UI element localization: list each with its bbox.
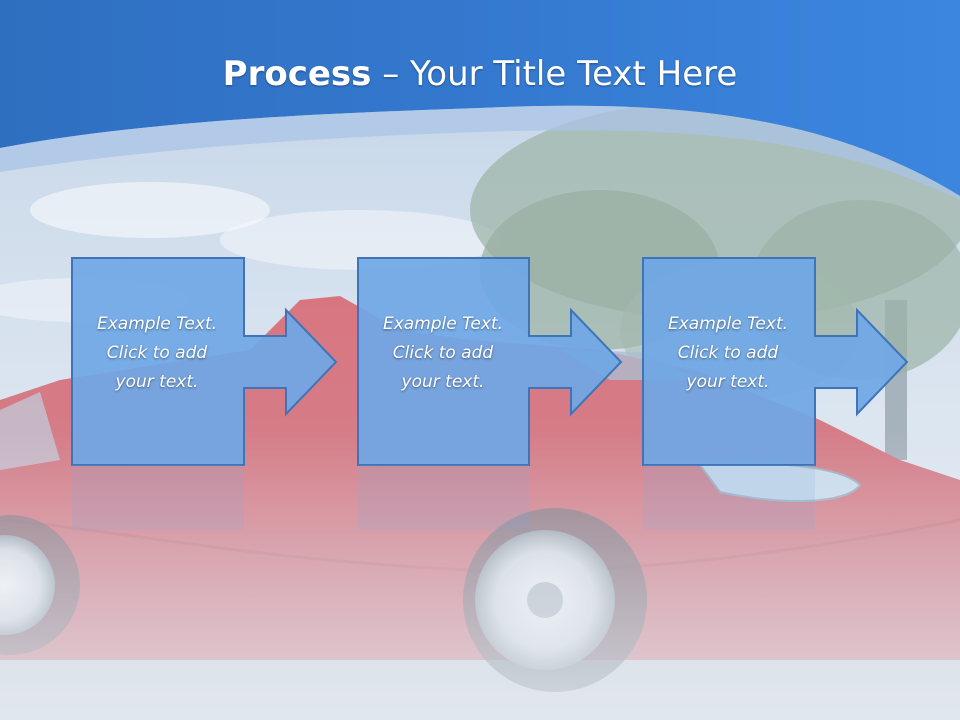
process-step-3-shape[interactable] xyxy=(642,257,909,530)
title-dash: – xyxy=(371,54,411,94)
title-rest: Your Title Text Here xyxy=(410,54,738,94)
process-step-3-text[interactable]: Example Text. Click to add your text. xyxy=(667,314,789,392)
title-bold-part: Process xyxy=(222,54,372,94)
process-step-2-text[interactable]: Example Text. Click to add your text. xyxy=(382,314,504,392)
process-step-2-shape[interactable] xyxy=(357,257,623,530)
process-step-1-text[interactable]: Example Text. Click to add your text. xyxy=(96,314,218,392)
process-step-1-shape[interactable] xyxy=(71,257,338,530)
slide-title[interactable]: Process – Your Title Text Here xyxy=(0,52,960,96)
